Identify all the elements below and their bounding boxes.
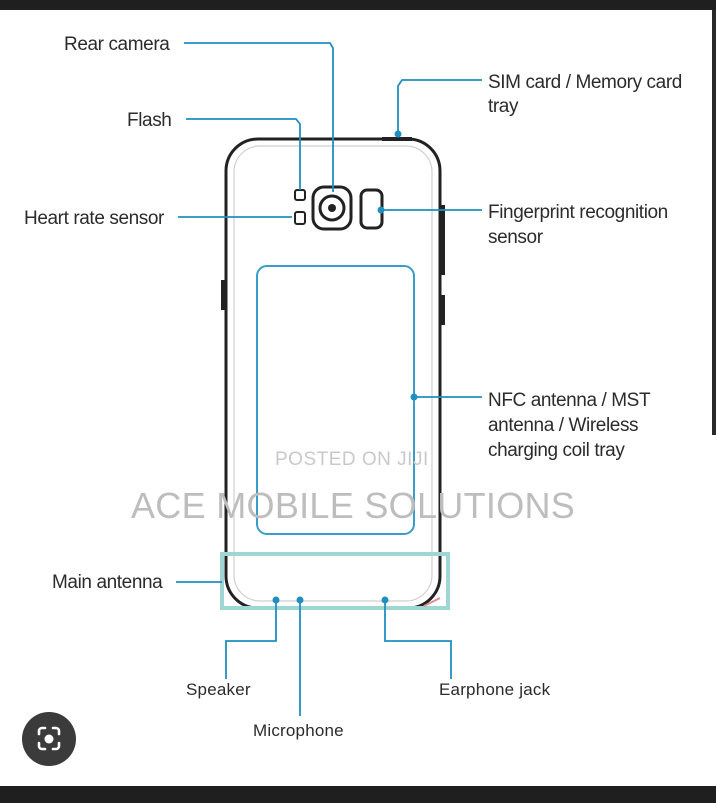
label-nfc-line1: NFC antenna / MST [488,390,651,411]
lens-search-button[interactable] [22,712,76,766]
label-fingerprint-line1: Fingerprint recognition [488,202,668,223]
right-edge-strip [712,10,716,435]
watermark-brand: ACE MOBILE SOLUTIONS [131,485,575,526]
camera-module [311,185,353,231]
label-heart-rate-sensor: Heart rate sensor [24,208,165,229]
flash-sensor [294,189,306,225]
power-button [440,295,445,325]
top-bar [0,0,716,10]
antenna-mark [423,597,441,607]
bottom-bar [0,786,716,803]
label-rear-camera: Rear camera [64,34,170,55]
label-sim-tray-line2: tray [488,96,519,117]
label-flash: Flash [127,110,171,131]
label-nfc-line2: antenna / Wireless [488,415,638,436]
bixby-button [440,205,445,275]
label-fingerprint-line2: sensor [488,227,544,248]
main-antenna-box [220,552,450,610]
label-nfc-line3: charging coil tray [488,440,625,461]
watermark-posted: POSTED ON JIJI [275,449,429,470]
label-earphone-jack: Earphone jack [439,680,551,699]
label-main-antenna: Main antenna [52,572,163,593]
lens-search-icon [37,726,61,751]
label-speaker: Speaker [186,680,251,699]
label-sim-tray-line1: SIM card / Memory card [488,72,682,93]
leader-lines [176,42,482,716]
volume-button [221,280,226,310]
leader-dots [272,130,418,604]
label-microphone: Microphone [253,721,344,740]
